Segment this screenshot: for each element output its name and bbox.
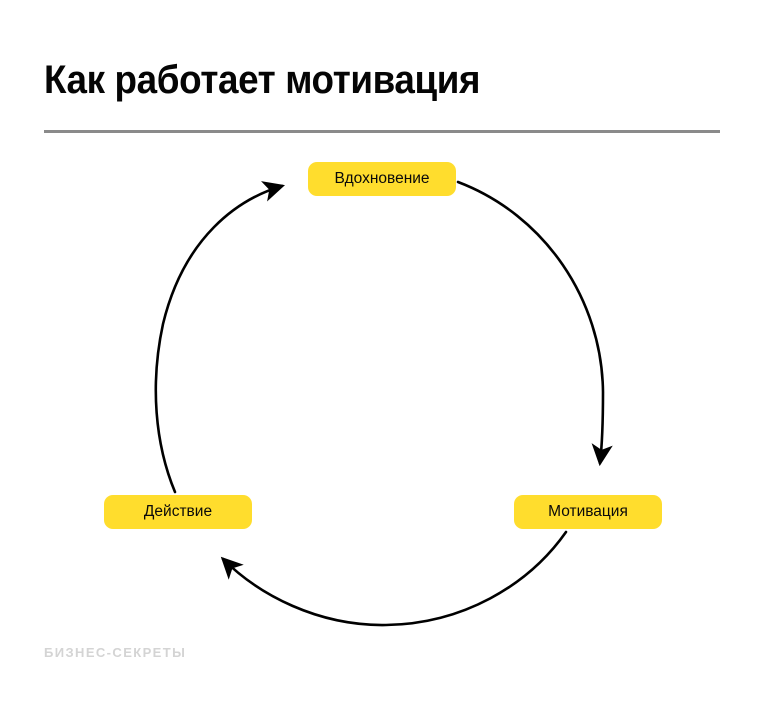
- cycle-node-motivation: Мотивация: [514, 495, 662, 529]
- cycle-node-action: Действие: [104, 495, 252, 529]
- arrow-action-to-inspiration: [154, 181, 285, 494]
- arrow-inspiration-to-motivation: [456, 180, 613, 467]
- cycle-node-inspiration: Вдохновение: [308, 162, 456, 196]
- title-divider: [44, 130, 720, 133]
- arrow-motivation-to-action: [220, 530, 568, 627]
- watermark-brand: БИЗНЕС-СЕКРЕТЫ: [44, 645, 187, 660]
- page-title: Как работает мотивация: [44, 58, 481, 102]
